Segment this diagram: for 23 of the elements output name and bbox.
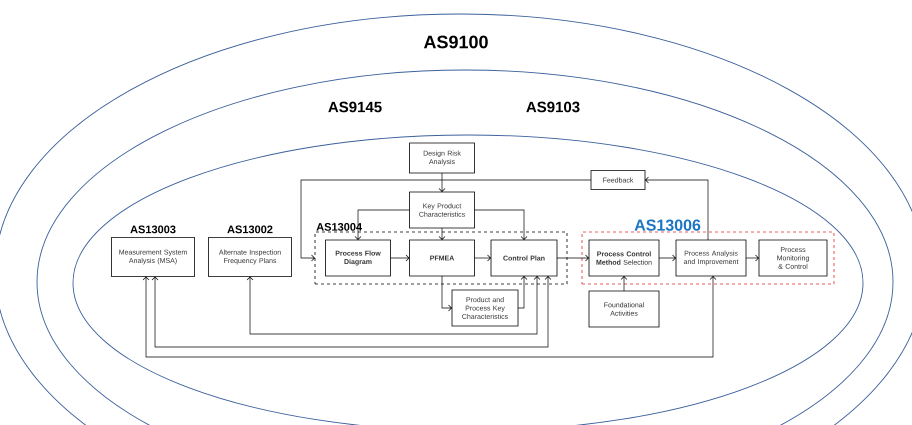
arrow (658, 254, 676, 262)
heading: AS9100 (424, 36, 488, 48)
arrow (142, 276, 716, 358)
arrow (354, 210, 410, 240)
arrow (645, 176, 708, 240)
arrow (438, 172, 446, 192)
arrow (390, 254, 410, 262)
arrow (518, 276, 528, 308)
arrow (474, 210, 528, 240)
arrow (474, 254, 491, 262)
heading: AS13002 (227, 226, 272, 234)
heading: AS9145 (328, 102, 382, 112)
heading: AS9103 (526, 102, 580, 112)
heading: AS13006 (634, 219, 700, 231)
arrow (620, 276, 628, 292)
arrow (556, 254, 589, 262)
arrow (152, 276, 552, 348)
arrow (300, 180, 592, 262)
arrow (746, 254, 759, 262)
arrow (442, 276, 452, 312)
arrow (246, 276, 540, 334)
arrow (438, 228, 446, 240)
heading: AS13003 (130, 226, 176, 234)
